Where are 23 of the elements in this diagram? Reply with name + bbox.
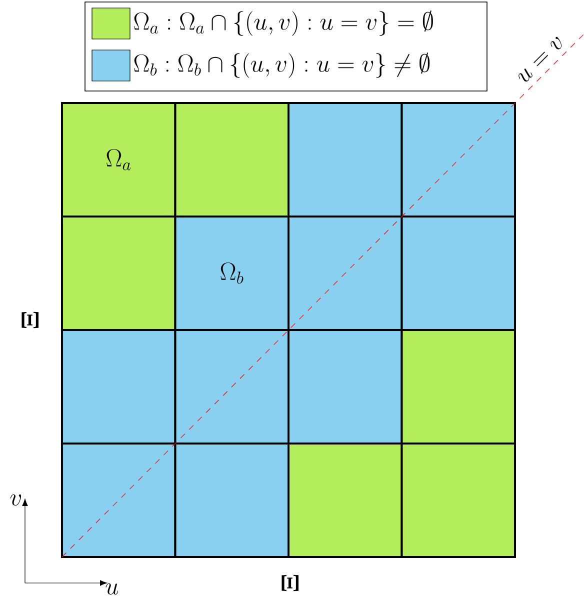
axis-label: $v$ [10,494,22,506]
region-cell [400,102,516,218]
region-cell: $\Omega_b$ [174,216,290,331]
region-cell [400,216,516,331]
region-cell [61,329,176,444]
region-cell [174,102,290,218]
region-cell [400,329,516,444]
region-cell [288,442,403,558]
legend-text: $\Omega_a : \Omega_a \cap \{(u,v) : u = v\} = \emptyset$ [134,10,433,36]
axis-label: $\boldsymbol{\Xi}$ [282,574,298,592]
legend-text: $\Omega_b : \Omega_b \cap \{(u,v) : u = v\} \neq \emptyset$ [134,52,430,78]
region-cell [288,102,403,218]
region-cell [174,329,290,444]
region-cell: $\Omega_a$ [61,102,176,218]
diagonal-label: $u = v$ [518,36,562,82]
region-cell [61,216,176,331]
axis-label: $u$ [106,583,118,595]
region-cell [400,442,516,558]
region-cell [61,442,176,558]
region-cell [288,329,403,444]
region-cell [288,216,403,331]
region-cell [174,442,290,558]
axis-label: $\boldsymbol{\Xi}$ [22,312,38,328]
